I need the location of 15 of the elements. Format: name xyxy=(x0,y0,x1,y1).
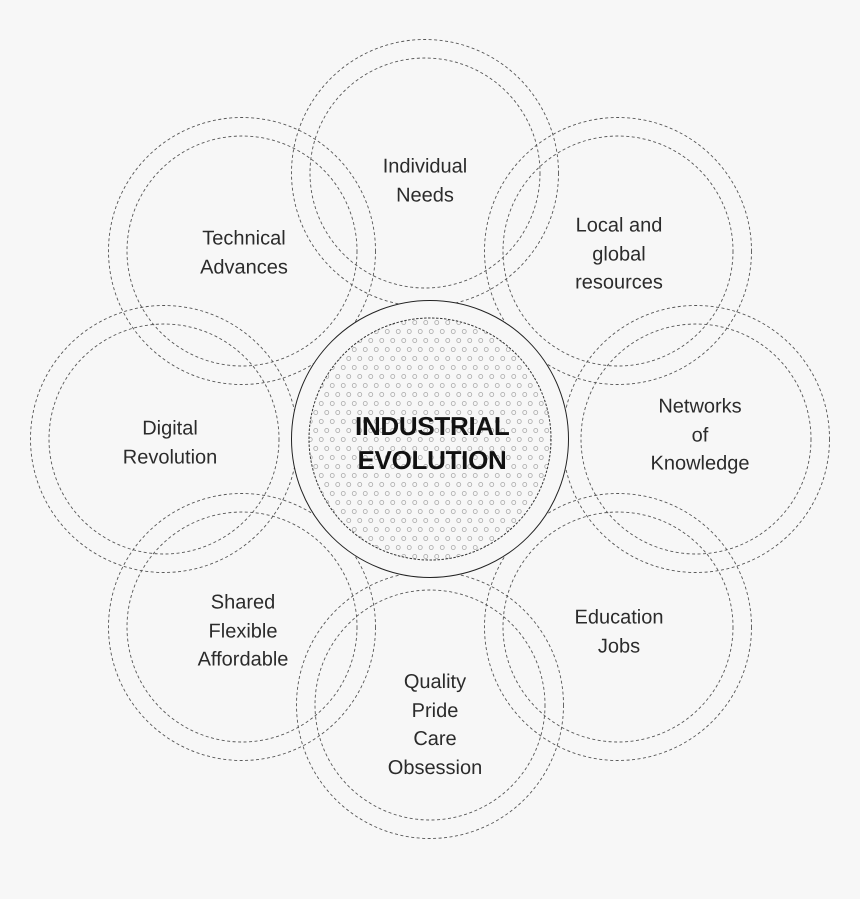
double-dashed-circle xyxy=(108,493,376,761)
circle-label: Shared Flexible Affordable xyxy=(198,590,288,672)
circle-label: Local and global resources xyxy=(574,213,664,296)
double-dashed-circle xyxy=(108,117,376,385)
circle-label: Quality Pride Care Obsession xyxy=(388,670,482,780)
circle-label: Individual Needs xyxy=(382,154,468,208)
double-dashed-circle xyxy=(291,39,559,307)
hub-circle xyxy=(291,300,569,578)
double-dashed-circle xyxy=(484,117,752,385)
double-dashed-circle xyxy=(484,493,752,761)
circle-label: Networks of Knowledge xyxy=(650,394,750,476)
hub-title: INDUSTRIAL EVOLUTION xyxy=(355,410,509,477)
circle-label: Education Jobs xyxy=(574,606,664,659)
circle-label: Digital Revolution xyxy=(122,416,218,470)
circle-label: Technical Advances xyxy=(200,226,288,280)
